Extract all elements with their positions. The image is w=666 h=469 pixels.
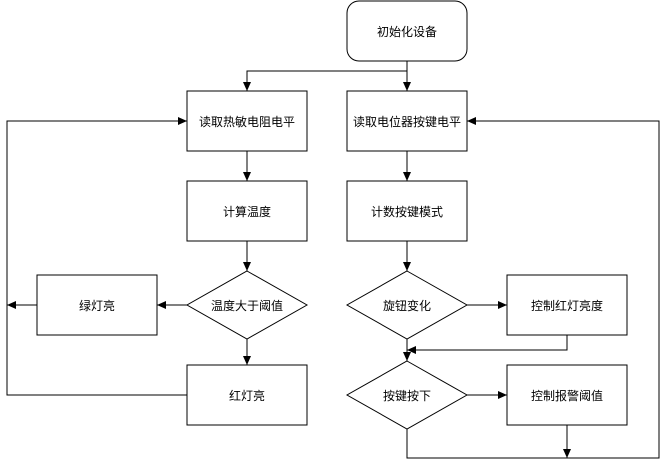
key-pressed-decision — [345, 360, 469, 430]
temp-threshold-decision — [185, 270, 309, 340]
read-thermistor-node — [186, 90, 308, 152]
red-on-node — [186, 364, 308, 426]
init-node — [346, 0, 468, 62]
connector-key-loop-back — [406, 117, 660, 459]
connector-brightness-back — [407, 335, 568, 354]
ctrl-alarm-threshold-node — [506, 364, 628, 426]
calc-temp-node — [186, 180, 308, 242]
knob-change-decision — [345, 270, 469, 340]
ctrl-red-brightness-node — [506, 274, 628, 336]
connector-init-to-thermistor — [243, 70, 407, 91]
count-mode-node — [346, 180, 468, 242]
read-pot-node — [346, 90, 468, 152]
green-on-node — [36, 274, 158, 336]
connector-red-loop-back — [6, 117, 187, 396]
